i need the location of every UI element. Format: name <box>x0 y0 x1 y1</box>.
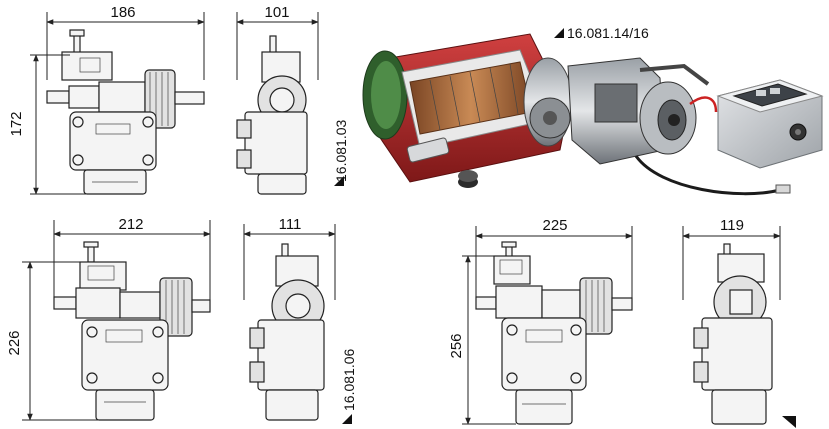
pump-c-side-view <box>682 226 781 425</box>
pump-b-side-width-label: 111 <box>279 216 302 233</box>
pump-a-code-label: 16.081.03 <box>333 120 349 182</box>
pump-a-height-label: 172 <box>8 111 25 136</box>
pump-a-code-marker-icon <box>334 176 344 186</box>
pump-c-code-marker-icon <box>782 416 796 428</box>
cutaway-pump-photo <box>362 33 791 196</box>
pump-b-code-marker-icon <box>342 414 352 424</box>
pump-a-front-width-label: 186 <box>110 4 135 21</box>
control-box-photo <box>716 79 824 169</box>
pump-b-front-width-label: 212 <box>118 216 143 233</box>
photo-code-label: 16.081.14/16 <box>567 25 649 41</box>
pump-c-height-label: 256 <box>448 333 465 358</box>
pump-b-code-label: 16.081.06 <box>341 349 357 411</box>
pump-c-front-view <box>462 226 633 425</box>
pump-b-front-view <box>22 220 211 421</box>
pump-a-side-view <box>236 12 319 195</box>
photo-code-marker-icon <box>554 28 564 38</box>
pump-b-side-view <box>243 224 336 421</box>
pump-b-height-label: 226 <box>6 330 23 355</box>
pump-a-front-view <box>30 12 205 195</box>
pump-c-side-width-label: 119 <box>720 217 744 234</box>
pump-c-front-width-label: 225 <box>542 217 567 234</box>
pump-a-side-width-label: 101 <box>264 4 289 21</box>
